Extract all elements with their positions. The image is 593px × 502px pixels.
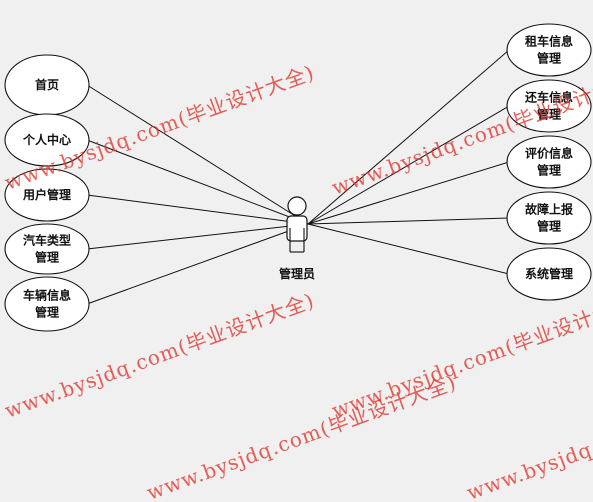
actor-head <box>287 196 307 216</box>
use-case-oval <box>4 276 90 332</box>
use-case-label: 管理 <box>537 163 561 178</box>
use-case-home[interactable]: 首页 <box>4 54 90 116</box>
actor-body <box>286 215 308 242</box>
use-case-oval <box>506 79 592 133</box>
use-case-label: 管理 <box>537 107 561 122</box>
use-case-personal-center[interactable]: 个人中心 <box>4 113 90 167</box>
use-case-user-management[interactable]: 用户管理 <box>4 168 90 222</box>
use-case-oval <box>4 168 90 222</box>
use-case-label: 系统管理 <box>525 266 573 281</box>
use-case-label: 首页 <box>35 77 59 92</box>
use-case-label: 个人中心 <box>22 132 71 147</box>
use-case-label: 用户管理 <box>22 187 71 202</box>
association-home <box>86 84 309 225</box>
actor-admin: 管理员 <box>279 196 315 281</box>
use-case-label: 管理 <box>35 305 59 320</box>
watermark: www.bysjdq.com(毕业设计大全) <box>464 370 593 502</box>
use-case-label: 管理 <box>537 51 561 66</box>
association-user-management <box>86 194 309 225</box>
use-case-oval <box>506 23 592 77</box>
association-system-management <box>307 223 510 275</box>
use-case-label: 评价信息 <box>525 146 573 161</box>
association-return-info <box>307 105 510 225</box>
association-review-info <box>307 161 510 225</box>
actor-label: 管理员 <box>279 266 315 281</box>
watermark-layer: www.bysjdq.com(毕业设计大全)www.bysjdq.com(毕业设… <box>2 60 593 502</box>
use-case-oval <box>4 113 90 167</box>
use-case-nodes: 首页个人中心用户管理汽车类型管理车辆信息管理租车信息管理还车信息管理评价信息管理… <box>4 23 592 332</box>
use-case-oval <box>506 135 592 189</box>
use-case-label: 管理 <box>35 250 59 265</box>
use-case-label: 还车信息 <box>524 90 573 105</box>
association-car-type <box>86 223 309 250</box>
use-case-label: 管理 <box>537 219 561 234</box>
association-rental-info <box>307 49 510 225</box>
use-case-label: 故障上报 <box>525 202 573 217</box>
use-case-oval <box>4 223 90 275</box>
association-lines <box>86 49 510 305</box>
association-vehicle-info <box>86 223 309 305</box>
use-case-oval <box>506 191 592 245</box>
use-case-oval <box>506 247 592 301</box>
association-personal-center <box>86 139 309 225</box>
watermark: www.bysjdq.com(毕业设计大全) <box>144 370 460 502</box>
use-case-label: 车辆信息 <box>23 288 71 303</box>
use-case-system-management[interactable]: 系统管理 <box>506 247 592 301</box>
use-case-label: 租车信息 <box>525 34 573 49</box>
association-fault-report <box>307 217 510 225</box>
use-case-label: 汽车类型 <box>23 233 71 248</box>
